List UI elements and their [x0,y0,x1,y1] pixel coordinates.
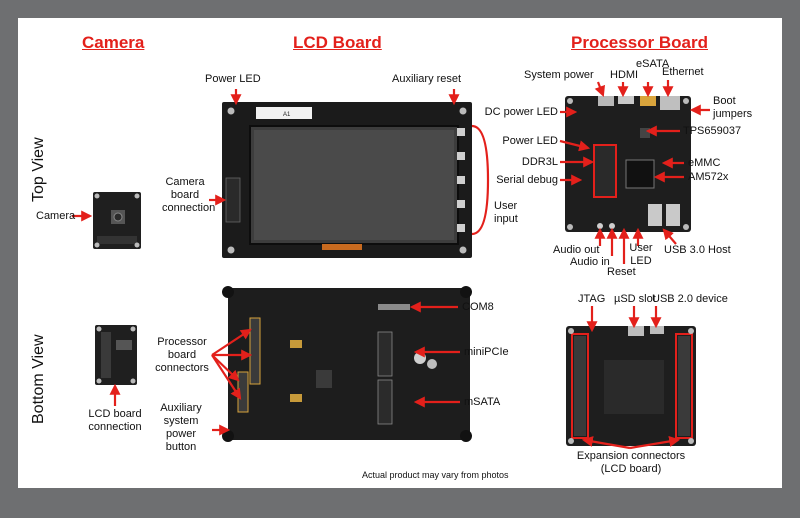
camera-board-photo [93,192,141,249]
expansion-connectors-label: Expansion connectors (LCD board) [576,450,686,475]
reset-label: Reset [607,266,636,278]
ddr3l-label: DDR3L [521,156,558,168]
auxiliary-system-power-button-label: Auxiliary system power button [160,402,202,453]
com8-label: COM8 [462,301,494,313]
auxiliary-reset-label: Auxiliary reset [392,73,462,85]
camera-board-connection-label: Camera board connection [162,176,216,214]
camera-board-bottom-photo [95,325,137,385]
camera-label: Camera [36,210,76,222]
processor-board-connectors-label: Processor board connectors [155,336,209,374]
msata-label: mSATA [464,396,501,408]
lcd-board-header: LCD Board [293,33,382,52]
system-power-label: System power [524,69,594,81]
annotation-arrows [72,80,710,450]
am572x-label: AM572x [688,171,729,183]
arrow-power-led-proc [559,139,591,152]
audio-in-label: Audio in [570,256,610,268]
brace-user-input [471,124,490,236]
dc-power-led-label: DC power LED [484,106,558,118]
lcd-board-connection-label: LCD board connection [88,408,142,433]
arrow-proc-conn-3 [211,354,240,382]
usd-slot-label: µSD slot [614,293,656,305]
usb20-device-label: USB 2.0 device [652,293,728,305]
footnote: Actual product may vary from photos [362,470,509,480]
minipcie-label: miniPCIe [464,346,509,358]
lcd-board-top-photo [222,102,472,258]
arrow-proc-conn-1 [211,328,252,356]
boot-jumpers-label: Boot jumpers [713,95,753,120]
audio-out-label: Audio out [553,244,600,256]
arrow-proc-conn-4 [211,354,242,400]
processor-board-bottom-photo [566,326,696,446]
hdmi-label: HDMI [610,69,639,81]
camera-header: Camera [82,33,145,52]
arrow-usb30-host [662,228,677,245]
user-led-label: User LED [629,242,653,267]
lcd-board-bottom-photo [222,286,472,442]
power-led-proc-label: Power LED [502,135,558,147]
arrow-expansion-right [629,436,681,450]
top-view-label: Top View [30,137,47,202]
serial-debug-label: Serial debug [496,174,558,186]
emmc-label: eMMC [688,157,721,169]
lcd-sticker-text: A1 [283,112,291,118]
esata-label: eSATA [636,58,670,70]
arrow-expansion-left [581,436,631,450]
power-led-lcd-label: Power LED [205,73,261,85]
processor-board-header: Processor Board [571,33,708,52]
tps-label: TPS659037 [683,125,742,137]
bottom-view-label: Bottom View [30,334,47,424]
usb30-host-label: USB 3.0 Host [664,244,731,256]
jtag-label: JTAG [578,293,606,305]
ethernet-label: Ethernet [662,66,704,78]
user-input-label: User input [494,200,518,225]
arrow-system-power [594,81,605,98]
